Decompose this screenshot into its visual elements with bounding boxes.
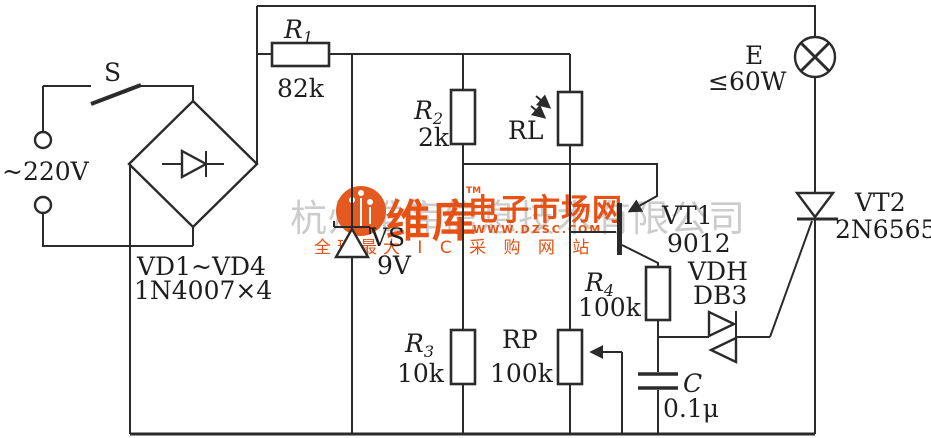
switch-blade [90,83,142,106]
r2-value: 2k [418,123,450,152]
resistor-r3: R3 10k [397,328,477,388]
watermark-slogan: 全球最大 I C 采 购 网 站 [314,238,595,258]
r4-value: 100k [578,293,642,322]
light-arrows-icon [530,94,552,119]
watermark-tm: TM [466,186,481,196]
vt2-value: 2N6565 [835,215,931,244]
diac-value: DB3 [693,281,747,310]
rp-label: RP [502,325,538,354]
diode-icon [180,148,209,180]
r3-name: R [404,329,424,358]
triac-vt2: VT2 2N6565 [794,188,931,244]
thyristor-icon [794,191,836,219]
zener-icon [333,226,371,259]
svg-text:R1: R1 [283,15,313,47]
r4-sub: 4 [603,281,614,300]
r2-sub: 2 [432,109,443,128]
rl-label: RL [508,116,543,145]
bridge-rectifier: VD1~VD4 1N4007×4 [127,99,272,305]
lamp-e: E ≤60W [708,35,837,96]
lamp-cross [799,41,831,73]
ac-source: ~220V [2,130,90,215]
watermark-brand: 维库 [386,196,478,247]
vt2-name: VT2 [854,188,906,217]
transistor-base-bar [617,203,622,255]
photoresistor-rl: RL [508,90,584,147]
zener-vs: VS 9V [333,221,412,280]
resistor-r4: R4 100k [578,265,672,322]
r1-value: 82k [277,74,325,103]
resistor-r2: R2 2k [413,88,477,152]
diac-vdh: VDH DB3 [687,257,748,364]
zener-name: VS [369,223,405,252]
r2-name: R [413,96,433,125]
lamp-value: ≤60W [708,67,787,96]
cap-name: C [683,369,702,398]
r4-name: R [584,268,604,297]
svg-text:R3: R3 [404,329,434,361]
r3-value: 10k [397,359,445,388]
lamp-name: E [745,41,763,70]
r1-name: R [283,15,303,44]
diac-icon [707,310,737,338]
r1-sub: 1 [303,28,313,47]
svg-text:R2: R2 [413,96,443,128]
capacitor-c: C 0.1μ [638,369,719,423]
potentiometer-rp: RP 100k [490,325,623,434]
vt1-name: VT1 [661,201,713,230]
cap-value: 0.1μ [663,394,719,423]
watermark-url: WWW.DZSC.COM [473,223,602,236]
wires [42,5,816,436]
bridge-value: 1N4007×4 [134,276,272,305]
capacitor-icon [638,372,678,390]
watermark-site-name: 电子市场网 [468,193,623,228]
rp-value: 100k [490,359,554,388]
switch-s: S [90,58,142,106]
resistor-r1: R1 82k [270,15,331,103]
vt1-value: 9012 [667,229,731,258]
zener-value: 9V [377,251,412,280]
r3-sub: 3 [424,342,434,361]
terminal-icon [33,130,53,150]
watermark: 杭州维库信息技术有限公司 维库 TM 电子市场网 WWW.DZSC.COM 全球… [290,186,745,258]
terminal-icon [33,195,53,215]
diac-icon [708,336,738,364]
switch-label: S [104,58,121,87]
transistor-vt1: VT1 9012 [617,201,731,258]
bridge-name: VD1~VD4 [136,252,266,281]
source-label: ~220V [2,157,90,186]
svg-text:R4: R4 [584,268,614,300]
diac-name: VDH [687,257,748,286]
